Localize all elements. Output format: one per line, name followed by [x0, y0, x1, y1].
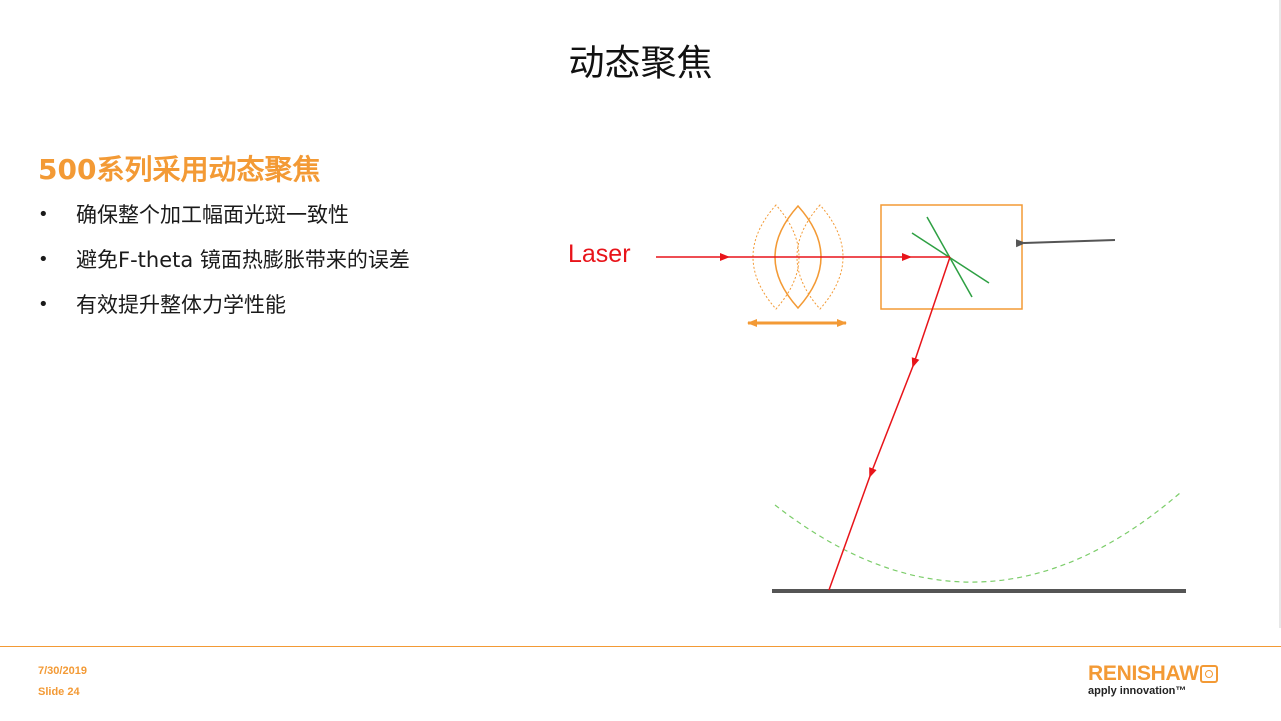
- bullet-item: • 确保整个加工幅面光斑一致性: [38, 200, 410, 245]
- bullet-dot: •: [38, 249, 49, 270]
- focus-field-curve: [774, 492, 1181, 583]
- slide-edge: [1279, 0, 1281, 628]
- bullet-text: 有效提升整体力学性能: [76, 293, 286, 317]
- laser-beam-out-1: [911, 256, 951, 368]
- slide-title: 动态聚焦: [568, 43, 713, 84]
- logo-tagline: apply innovation™: [1088, 685, 1187, 697]
- bullet-text: 确保整个加工幅面光斑一致性: [76, 203, 349, 227]
- lens-center: [774, 204, 822, 310]
- lens-left-dotted: [752, 204, 800, 310]
- bullet-list: • 确保整个加工幅面光斑一致性 • 避免F-theta 镜面热膨胀带来的误差 •…: [38, 200, 410, 335]
- renishaw-logo: RENISHAW apply innovation™: [1088, 662, 1218, 697]
- galvo-mirror-2: [911, 232, 990, 284]
- footer-date: 7/30/2019: [38, 665, 87, 677]
- lens-right-dotted: [796, 204, 844, 310]
- laser-beam-out-2: [869, 365, 914, 478]
- bullet-item: • 避免F-theta 镜面热膨胀带来的误差: [38, 245, 410, 290]
- bullet-dot: •: [38, 294, 49, 315]
- logo-mark-icon: [1199, 665, 1218, 683]
- laser-label: Laser: [568, 240, 631, 268]
- bullet-dot: •: [38, 204, 49, 225]
- laser-beam-out-3: [828, 475, 871, 591]
- bullet-text: 避免F-theta 镜面热膨胀带来的误差: [76, 248, 410, 272]
- bullet-item: • 有效提升整体力学性能: [38, 290, 410, 335]
- logo-wordmark: RENISHAW: [1088, 662, 1199, 685]
- footer-divider: [0, 646, 1281, 647]
- footer-slide-number: Slide 24: [38, 686, 80, 698]
- slide-subtitle: 500系列采用动态聚焦: [38, 153, 321, 186]
- pointer-arrow: [1015, 239, 1116, 248]
